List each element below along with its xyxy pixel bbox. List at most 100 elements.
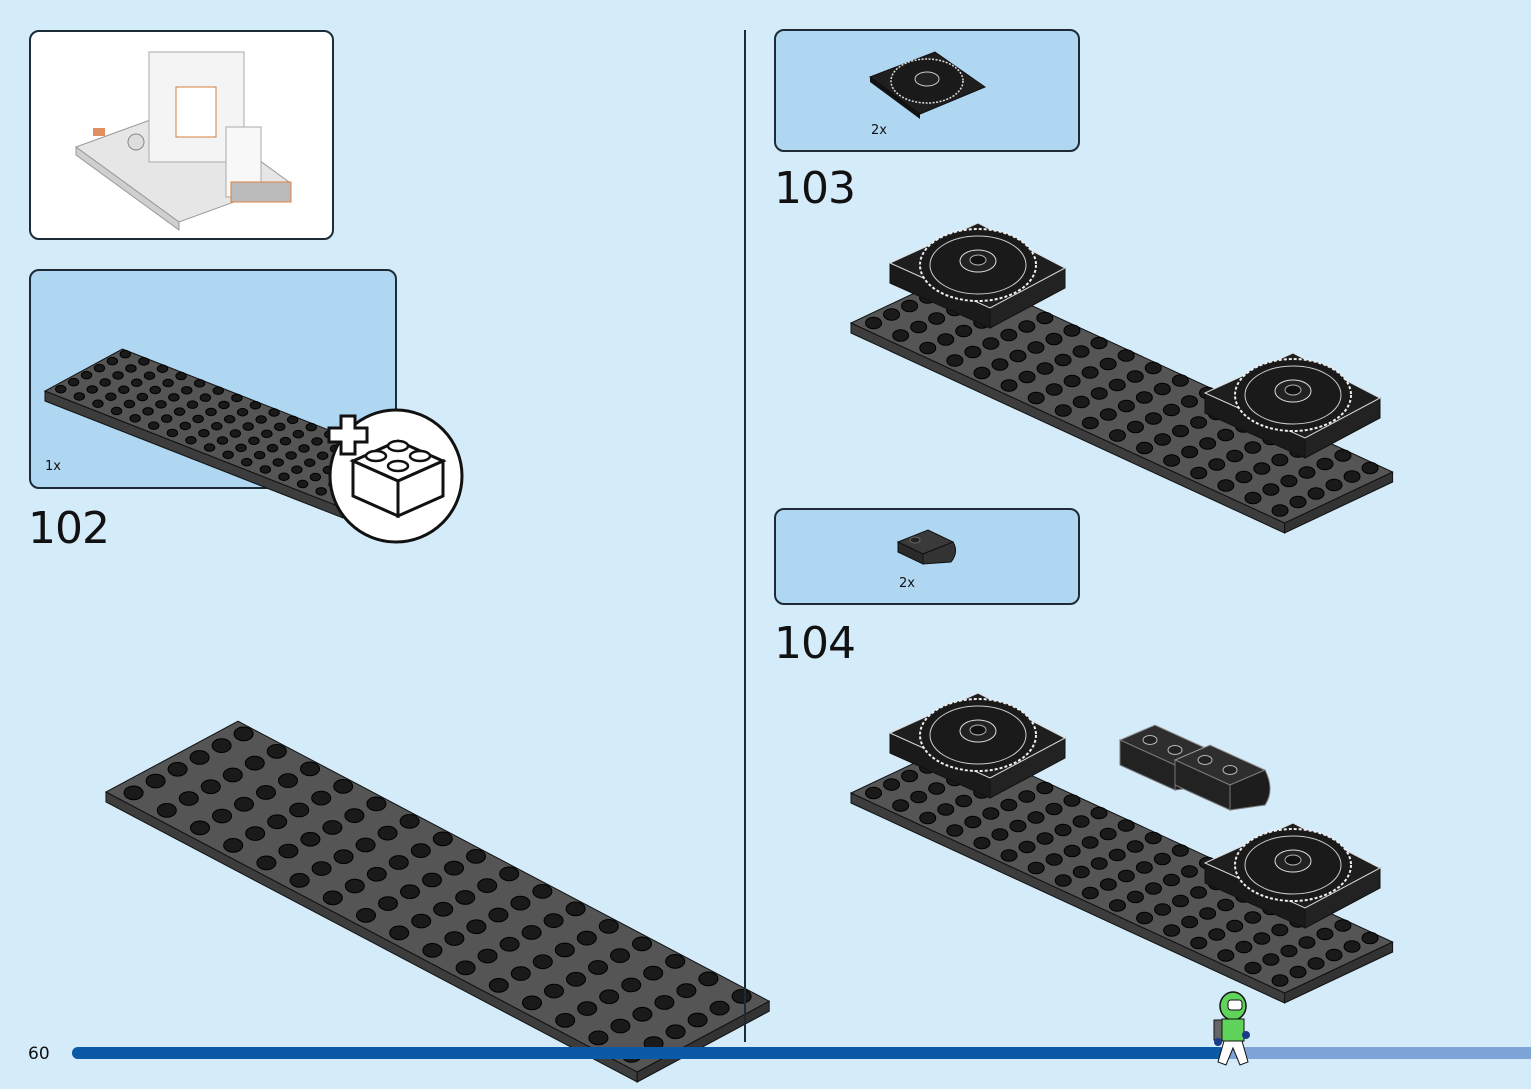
minifigure-icon — [1213, 991, 1250, 1066]
stud — [143, 371, 156, 380]
stud — [1117, 819, 1135, 832]
stud — [1217, 949, 1235, 962]
stud — [173, 407, 186, 416]
stud — [316, 451, 329, 460]
stud — [555, 1013, 576, 1028]
stud — [1045, 802, 1063, 816]
stud — [344, 808, 365, 823]
stud — [1136, 911, 1154, 925]
stud — [698, 971, 719, 987]
stud — [156, 803, 177, 818]
stud — [233, 726, 254, 742]
stud — [499, 936, 520, 952]
stud — [366, 866, 387, 882]
stud — [1226, 919, 1244, 933]
stud — [1289, 495, 1307, 509]
stud — [92, 399, 104, 408]
stud — [621, 977, 642, 993]
stud — [1036, 362, 1054, 375]
stud — [244, 755, 265, 771]
stud — [919, 341, 937, 355]
model-preview-illustration — [74, 51, 292, 231]
stud — [1154, 433, 1172, 446]
stud — [1099, 408, 1117, 421]
stud — [344, 878, 365, 894]
stud — [1045, 383, 1063, 396]
stud — [610, 1018, 631, 1034]
stud — [315, 487, 327, 496]
stud — [522, 995, 542, 1011]
stud — [236, 408, 249, 417]
stud — [1171, 374, 1189, 387]
stud — [643, 965, 664, 981]
step-102-parts-qty: 1x — [45, 459, 61, 474]
stud — [554, 942, 575, 958]
stud — [410, 843, 431, 858]
stud — [928, 312, 946, 325]
turntable-b-inner-ring — [1244, 365, 1342, 425]
stud — [1126, 420, 1144, 434]
stud — [400, 884, 420, 900]
stud — [1000, 379, 1018, 392]
stud — [123, 785, 144, 801]
stud — [1171, 844, 1189, 857]
stud — [1271, 974, 1289, 987]
stud — [610, 948, 630, 963]
slope-brick-curve — [1229, 769, 1271, 811]
stud — [433, 901, 454, 917]
stud — [455, 960, 476, 976]
stud — [1108, 429, 1126, 442]
stud — [1036, 781, 1054, 795]
step-104-number: 104 — [774, 618, 856, 669]
stud — [488, 907, 509, 923]
stud — [235, 443, 247, 453]
stud — [1217, 898, 1235, 912]
stud — [1361, 461, 1379, 475]
stud — [1167, 745, 1183, 755]
stud — [598, 919, 619, 934]
stud — [865, 316, 883, 330]
stud — [1316, 457, 1334, 471]
stud — [532, 954, 553, 970]
stud — [1235, 940, 1253, 954]
stud — [73, 392, 86, 401]
stud — [291, 465, 303, 474]
stud — [1217, 428, 1235, 442]
step-102-part-plate — [43, 348, 422, 519]
stud — [292, 429, 305, 439]
stud — [991, 828, 1009, 841]
stud — [1036, 832, 1054, 845]
stud — [278, 773, 298, 788]
stud — [632, 1006, 653, 1022]
stud — [1135, 391, 1153, 404]
stud — [305, 422, 317, 432]
stud — [300, 831, 321, 847]
stud — [179, 421, 191, 431]
stud — [268, 408, 280, 417]
stud — [205, 407, 217, 417]
stud — [356, 908, 376, 923]
stud — [266, 744, 287, 759]
stud — [687, 1012, 708, 1028]
stud — [982, 337, 1000, 350]
stud — [99, 378, 111, 387]
stud — [499, 866, 520, 882]
stud — [112, 371, 124, 380]
stud — [1298, 466, 1316, 479]
stud — [521, 925, 542, 940]
stud — [181, 386, 193, 395]
turntable-part — [868, 51, 987, 119]
stud — [883, 308, 901, 321]
stud — [455, 890, 476, 905]
stud — [1172, 424, 1190, 438]
stud — [296, 479, 309, 489]
stud — [245, 826, 266, 841]
stud — [865, 786, 883, 800]
stud — [93, 363, 106, 373]
stud — [298, 444, 310, 453]
stud — [241, 457, 253, 467]
stud — [162, 378, 174, 388]
stud — [309, 472, 322, 482]
turntable-b-hole — [1284, 384, 1302, 396]
turntable-a-hole — [969, 254, 987, 266]
